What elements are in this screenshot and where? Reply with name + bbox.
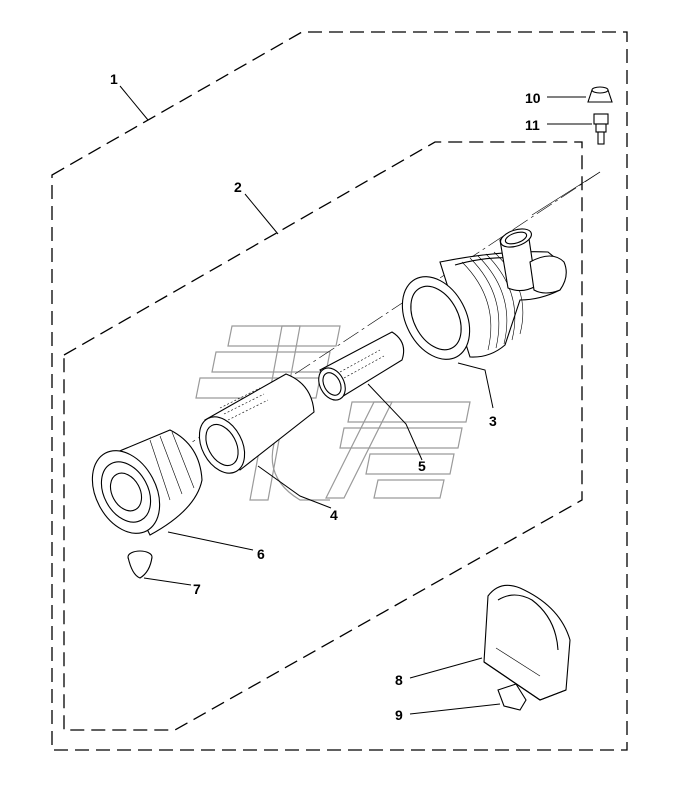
primary-filter-element (198, 373, 315, 474)
air-cleaner-cover (91, 429, 203, 536)
kit-boundary-1 (51, 31, 628, 751)
callout-5: 5 (418, 458, 426, 474)
cap (587, 86, 613, 103)
callout-10: 10 (525, 90, 541, 106)
callout-11: 11 (525, 117, 540, 133)
callout-1: 1 (110, 71, 118, 87)
callout-9: 9 (395, 707, 403, 723)
assembly-boundary-2 (63, 141, 583, 731)
mounting-band (483, 584, 571, 701)
safety-filter-element (318, 331, 405, 401)
fitting (593, 113, 609, 145)
clip (497, 683, 527, 711)
dust-valve (127, 550, 153, 579)
leader-lines (119, 85, 592, 715)
callout-7: 7 (193, 581, 201, 597)
callout-4: 4 (330, 507, 338, 523)
callout-3: 3 (489, 413, 497, 429)
callout-2: 2 (234, 179, 242, 195)
callout-6: 6 (257, 546, 265, 562)
air-cleaner-housing (401, 171, 601, 360)
callout-8: 8 (395, 672, 403, 688)
